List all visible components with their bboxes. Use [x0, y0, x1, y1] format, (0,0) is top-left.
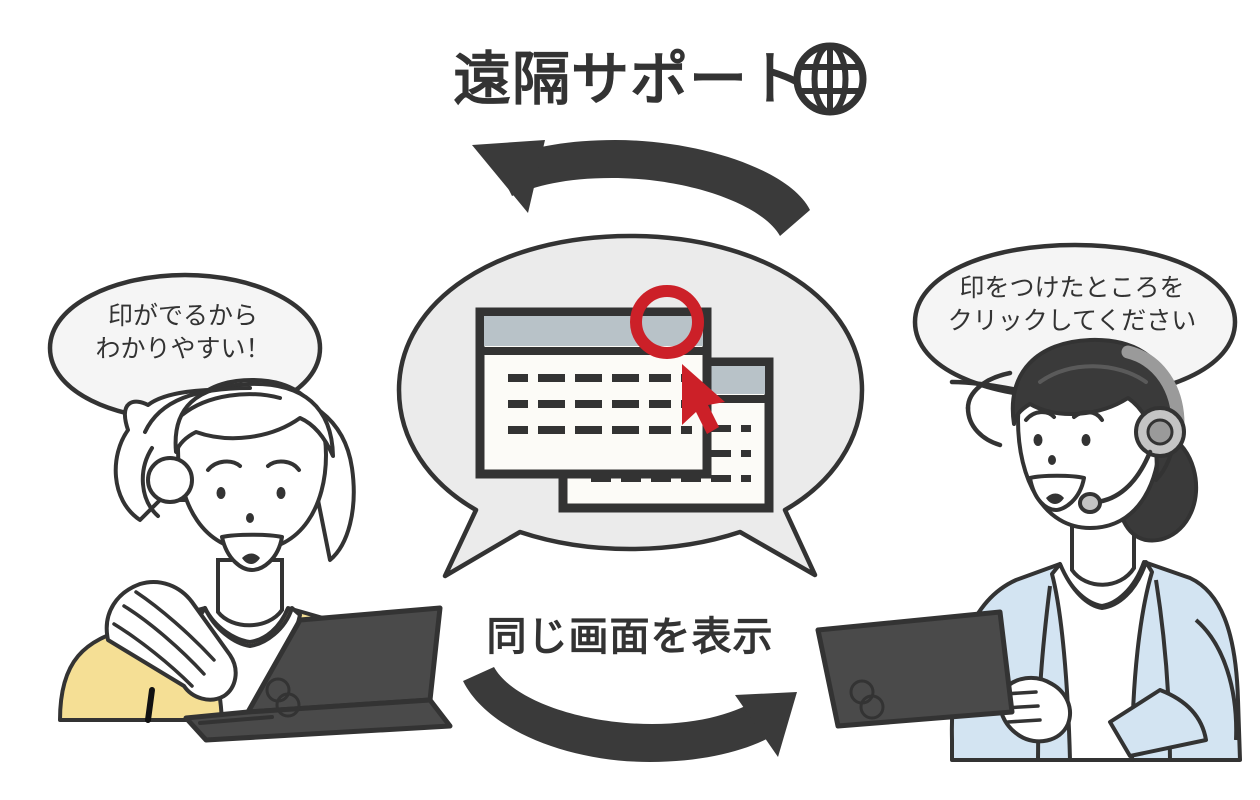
arrow-left-to-right [463, 667, 797, 762]
right-laptop-logo [849, 679, 885, 720]
center-caption: 同じ画面を表示 [486, 615, 774, 659]
right-person-mouth [1028, 473, 1086, 512]
right-bubble-label: 印をつけたところを クリックしてください [947, 274, 1197, 335]
right-person-eye-left [1033, 434, 1043, 446]
left-laptop-base [183, 697, 453, 743]
right-person-eye-right [1081, 434, 1091, 446]
red-cursor-icon [682, 364, 725, 434]
left-person-eye-left [216, 487, 226, 499]
headset-mic [1078, 492, 1102, 514]
globe-icon [793, 42, 867, 116]
left-bubble-label: 印がでるから わかりやすい！ [95, 302, 271, 363]
center-speech-bubble [396, 233, 865, 579]
right-person-operator [949, 337, 1242, 762]
left-laptop [183, 605, 453, 743]
page-title: 遠隔サポート [452, 47, 807, 112]
left-laptop-logo [265, 677, 301, 718]
left-person-mouth [220, 532, 284, 572]
arrow-right-to-left [472, 140, 810, 236]
shared-window-back [475, 307, 712, 479]
left-person-eye-right [276, 487, 286, 499]
right-laptop [815, 609, 1015, 729]
headset-mic-boom [1093, 449, 1153, 505]
red-highlight-circle [630, 285, 704, 359]
